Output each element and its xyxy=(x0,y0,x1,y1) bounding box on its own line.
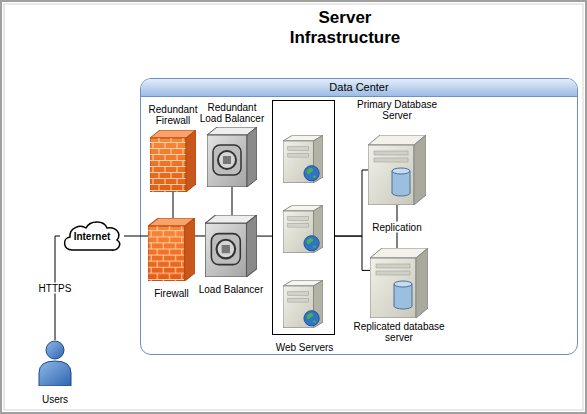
cloud-node: Internet xyxy=(60,218,124,254)
page-frame-inner xyxy=(4,4,583,410)
node-label: Redundant Firewall xyxy=(138,104,208,126)
node-label: Primary Database Server xyxy=(351,99,443,121)
load-balancer-icon xyxy=(205,215,257,277)
connector-line xyxy=(335,170,368,236)
diagram-title: Server Infrastructure xyxy=(270,8,420,48)
node-label: Web Servers xyxy=(260,342,350,353)
node-label: Load Balancer xyxy=(191,284,271,295)
group-heading: Data Center xyxy=(141,79,577,96)
web-server-icon xyxy=(283,135,323,183)
cloud-symbol xyxy=(65,222,120,250)
connector-line xyxy=(55,236,60,340)
connector-line xyxy=(397,205,398,248)
node-label: Replicated database server xyxy=(344,321,454,343)
web-server-icon xyxy=(283,205,323,253)
connector-line xyxy=(232,187,233,215)
node-label: Internet xyxy=(74,231,111,242)
connector-line xyxy=(335,236,370,270)
data-center-box: Data CenterRedundant FirewallRedundant L… xyxy=(140,78,578,355)
firewall-icon xyxy=(148,218,195,281)
node-label: Firewall xyxy=(137,288,207,299)
connector-line xyxy=(124,236,148,237)
load-balancer-icon xyxy=(207,127,257,187)
edge-label: HTTPS xyxy=(37,283,74,294)
database-server-icon xyxy=(370,248,428,318)
node-label: Users xyxy=(30,394,80,405)
connector-line xyxy=(173,192,174,218)
database-node: Primary Database Server xyxy=(368,135,426,205)
user-icon xyxy=(39,341,71,386)
node-label: Redundant Load Balancer xyxy=(198,102,266,124)
firewall-node: Firewall xyxy=(148,218,195,281)
connector-line xyxy=(195,235,205,236)
load-balancer-node: Redundant Load Balancer xyxy=(207,127,257,187)
connector-line xyxy=(257,236,272,237)
edge-label: Replication xyxy=(370,221,423,232)
firewall-icon xyxy=(150,130,196,192)
firewall-node: Redundant Firewall xyxy=(150,130,196,192)
database-node: Replicated database server xyxy=(370,248,428,318)
user-node: Users xyxy=(38,340,72,386)
load-balancer-node: Load Balancer xyxy=(205,215,257,277)
database-server-icon xyxy=(368,135,426,205)
web-server-icon xyxy=(283,280,323,328)
server-group: Web Servers xyxy=(272,100,335,335)
